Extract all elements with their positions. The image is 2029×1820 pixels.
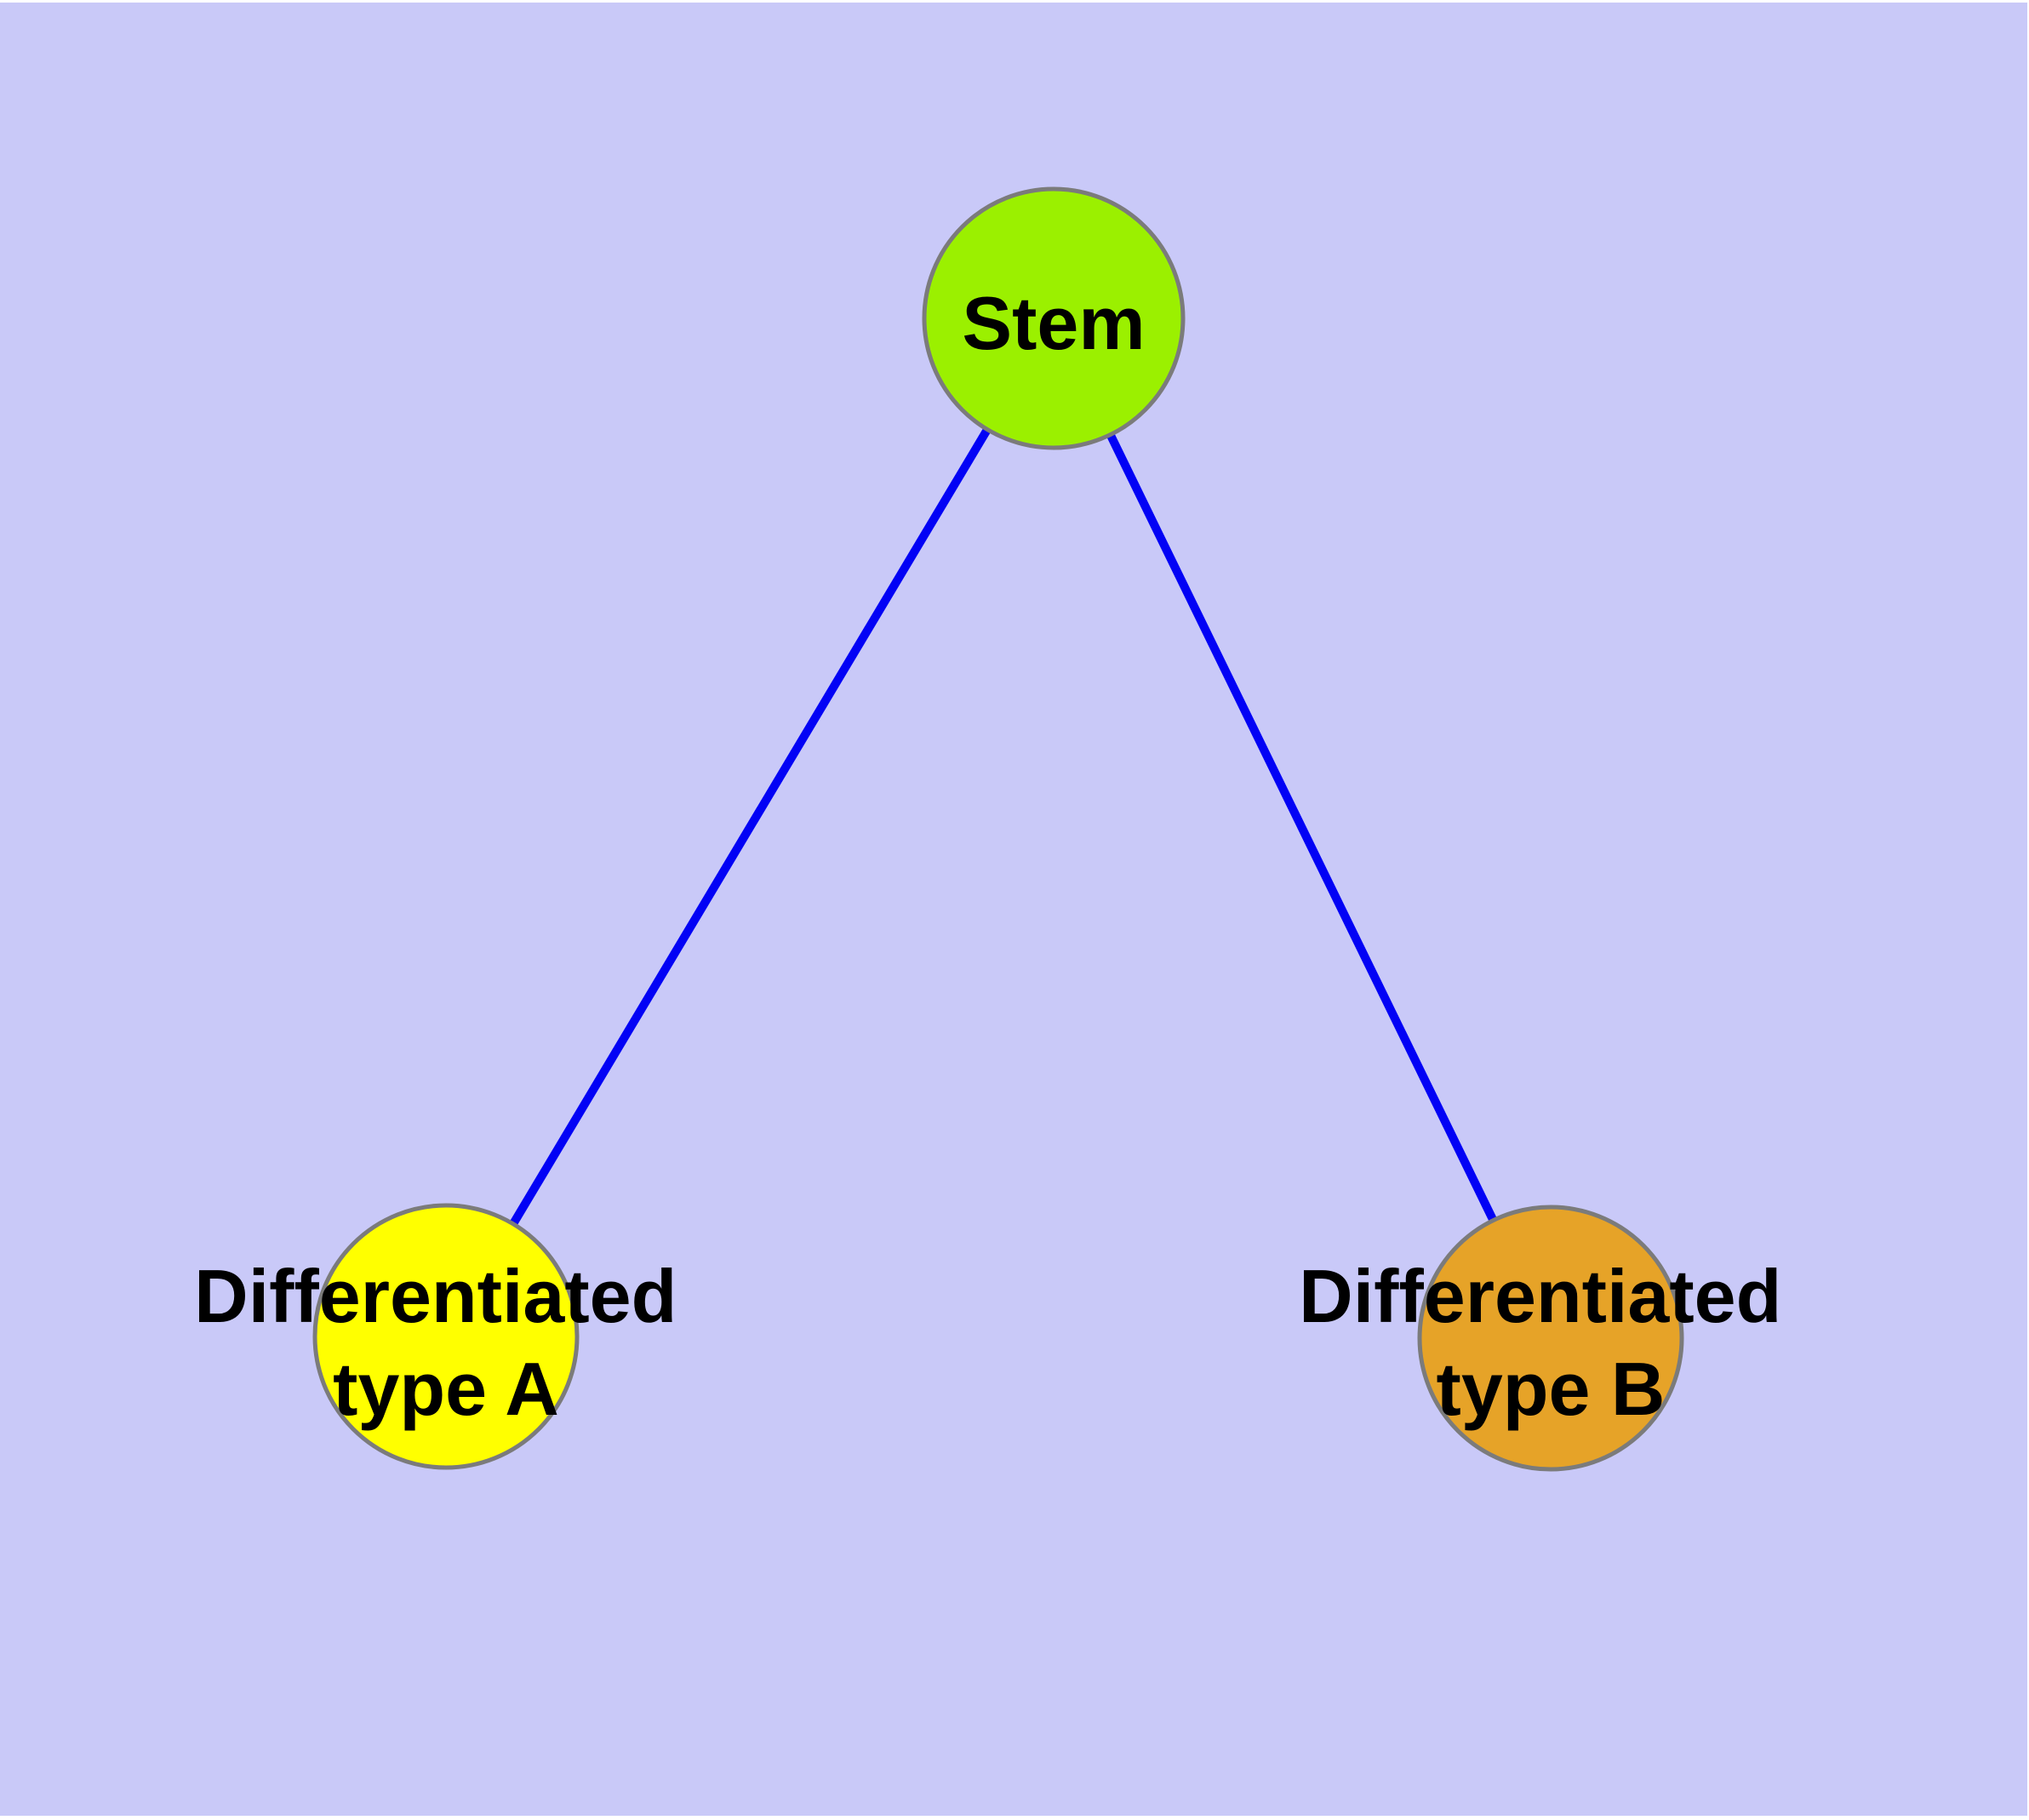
differentiated-type-a-label-line1: Differentiated <box>194 1254 677 1338</box>
edge-stem-to-type-a <box>442 316 1058 1339</box>
differentiated-type-b-label-line1: Differentiated <box>1299 1254 1781 1338</box>
differentiated-type-a-label-line2: type A <box>333 1347 559 1431</box>
stem-node <box>922 186 1186 450</box>
edge-stem-to-type-b <box>1049 316 1555 1341</box>
stem-node-label: Stem <box>962 281 1145 365</box>
differentiated-type-b-label: Differentiated type B <box>1299 1254 1803 1431</box>
differentiated-type-a-node <box>312 1203 580 1470</box>
differentiated-type-a-label: Differentiated type A <box>194 1254 698 1431</box>
differentiated-type-b-node <box>1417 1205 1684 1472</box>
differentiated-type-b-label-line2: type B <box>1437 1347 1666 1431</box>
